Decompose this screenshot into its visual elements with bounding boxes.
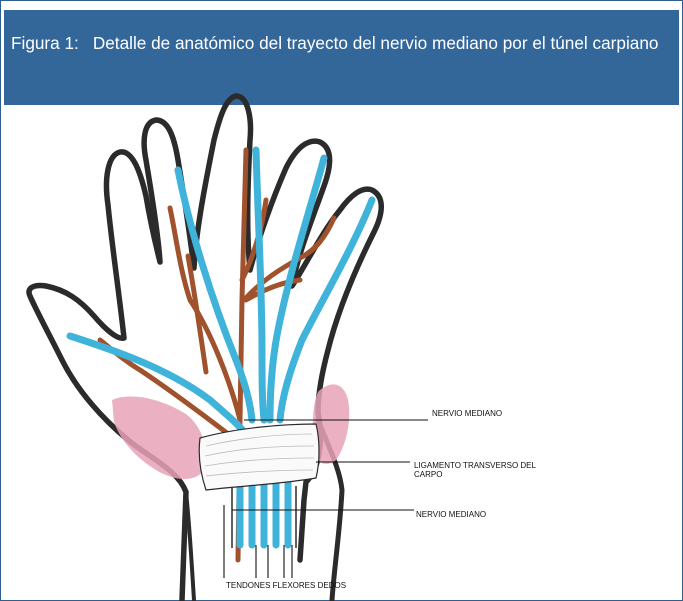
label-tendones-flexores: TENDONES FLEXORES DEDOS [226, 581, 346, 590]
label-nervio-mediano-bottom: NERVIO MEDIANO [416, 510, 486, 519]
label-ligamento-line2: CARPO [414, 470, 442, 479]
label-ligamento-line1: LIGAMENTO TRANSVERSO DEL [414, 461, 537, 470]
hand-outline [29, 96, 381, 600]
hand-outline-left-forearm [186, 492, 194, 600]
label-nervio-mediano-top: NERVIO MEDIANO [432, 409, 502, 418]
